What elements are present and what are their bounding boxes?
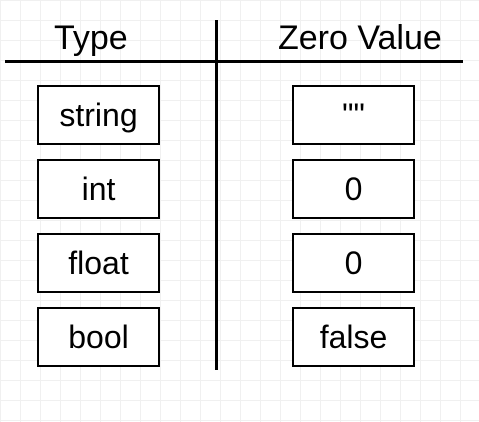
type-cell-float: float	[37, 233, 160, 293]
zero-value-cell-int: 0	[292, 159, 415, 219]
header-divider-line	[5, 60, 463, 63]
column-divider-line	[215, 20, 218, 370]
zero-value-cell-bool: false	[292, 307, 415, 367]
zero-value-cell-string: ""	[292, 85, 415, 145]
type-cell-string: string	[37, 85, 160, 145]
zero-value-cell-float: 0	[292, 233, 415, 293]
type-column-header: Type	[54, 19, 128, 57]
zero-value-column-header: Zero Value	[278, 19, 442, 57]
type-cell-int: int	[37, 159, 160, 219]
type-cell-bool: bool	[37, 307, 160, 367]
